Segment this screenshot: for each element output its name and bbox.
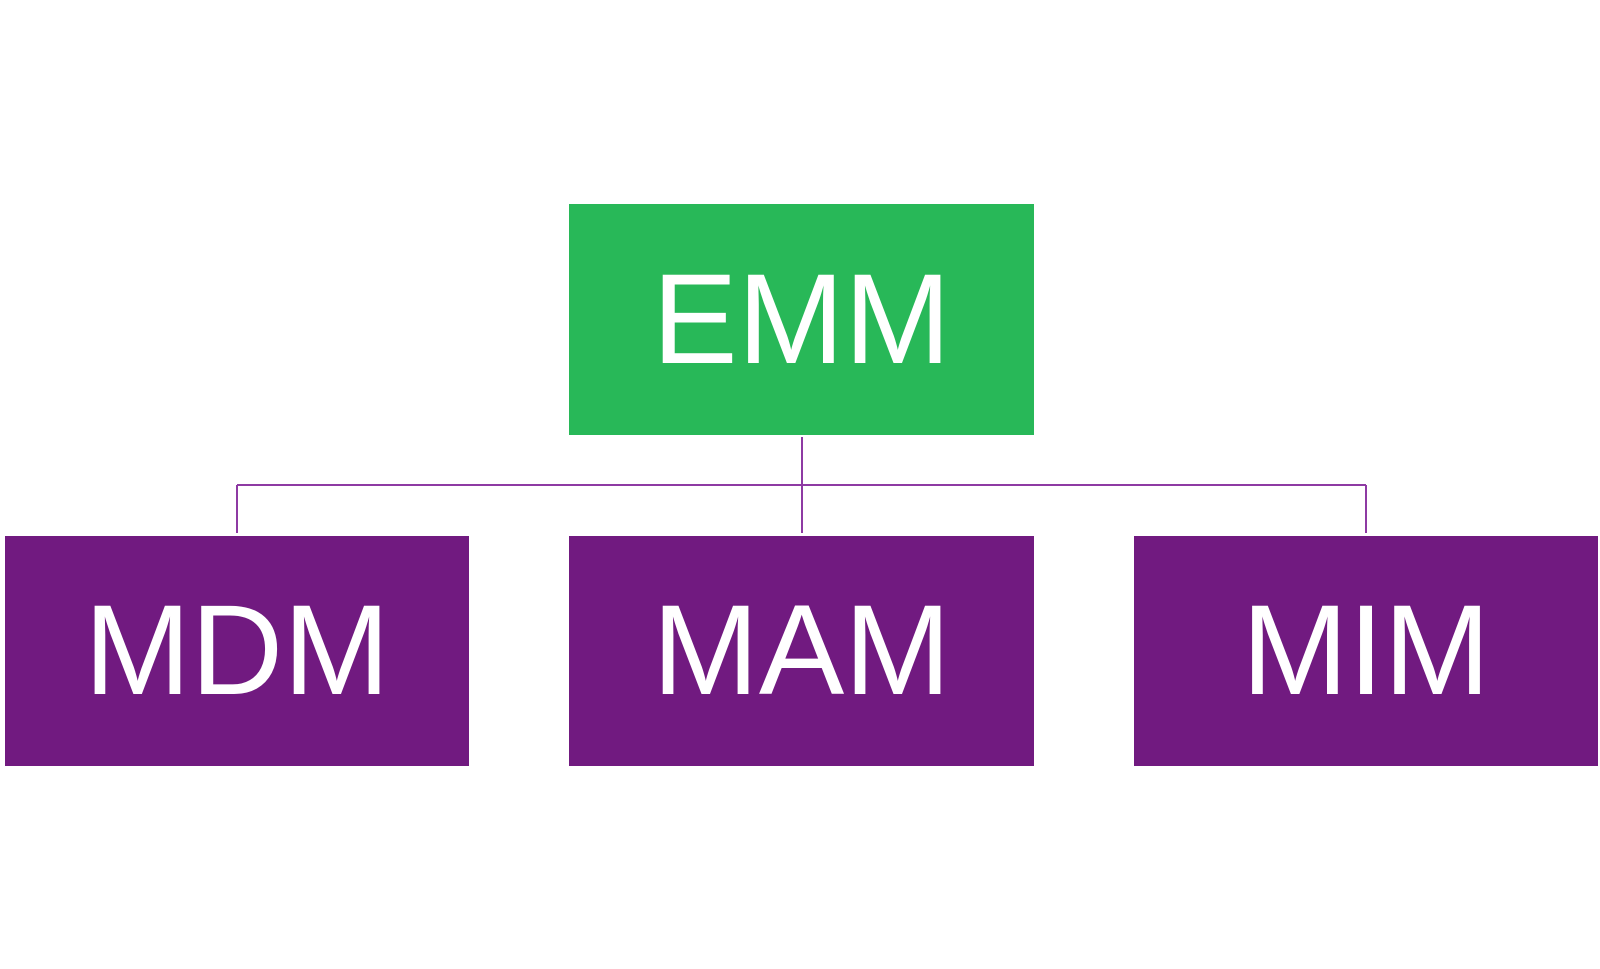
node-emm-label: EMM <box>652 247 951 391</box>
node-emm: EMM <box>569 204 1034 435</box>
node-mim: MIM <box>1134 536 1598 766</box>
node-mam: MAM <box>569 536 1034 766</box>
node-mdm: MDM <box>5 536 469 766</box>
node-mdm-label: MDM <box>84 579 390 722</box>
node-mim-label: MIM <box>1241 579 1491 722</box>
node-mam-label: MAM <box>652 579 951 722</box>
